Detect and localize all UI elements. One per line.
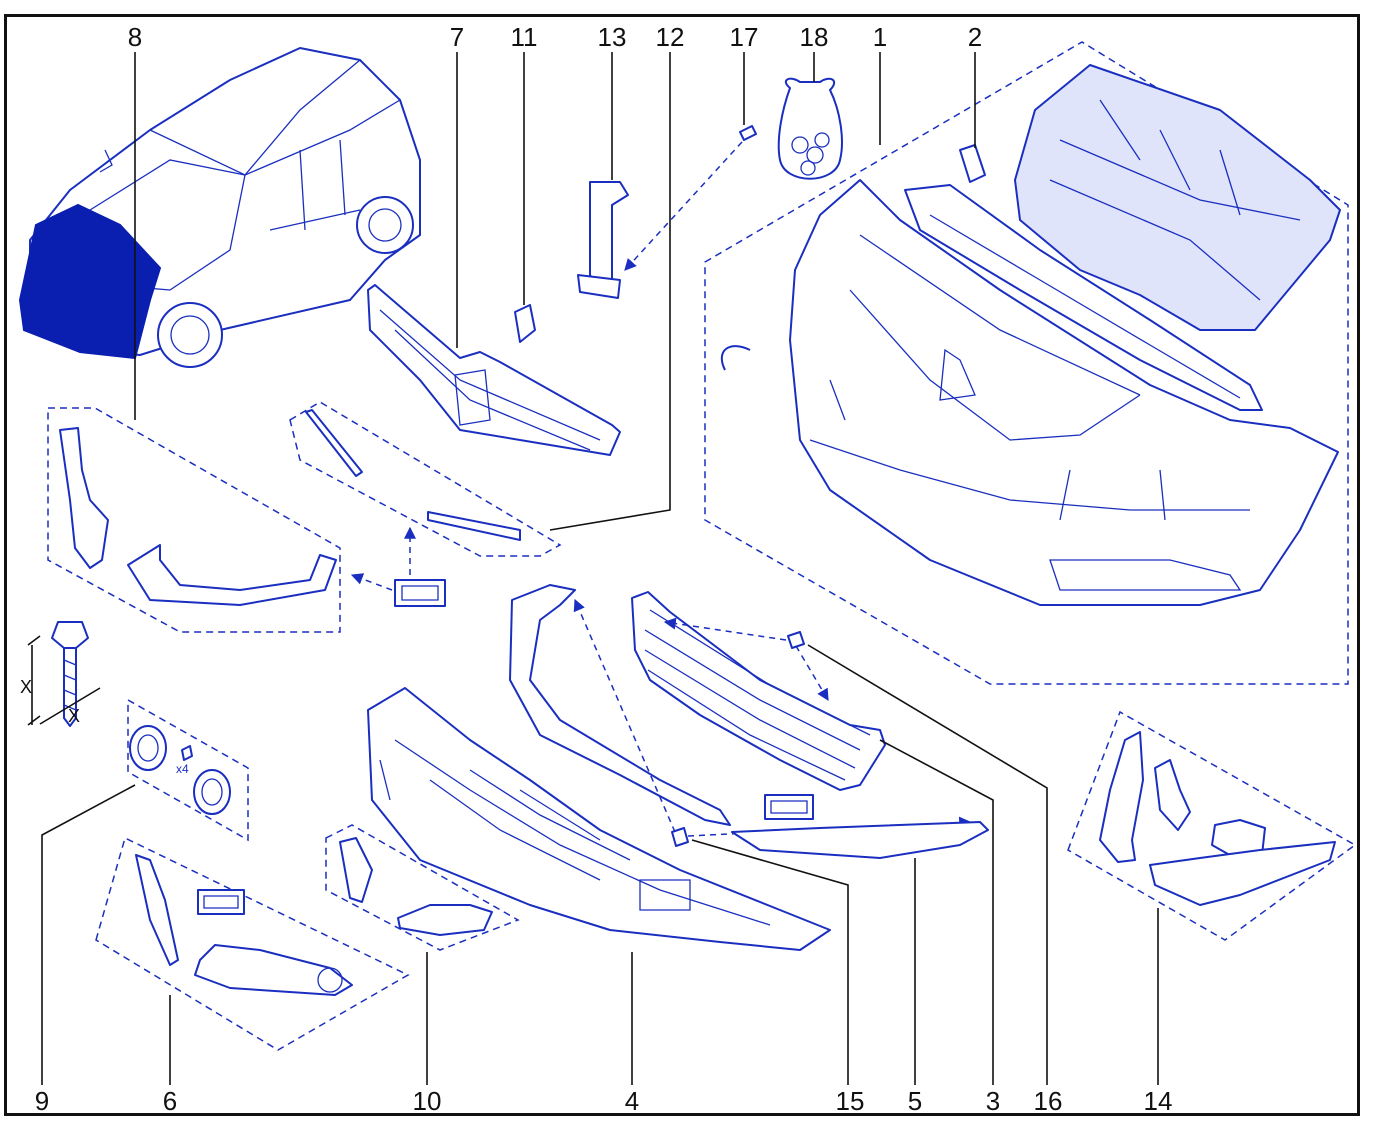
callout-8: 8 [128, 22, 142, 52]
trim-strip-lower [427, 511, 521, 541]
callout-13: 13 [598, 22, 627, 52]
bolt-dimension-label-horizontal: X [68, 706, 80, 726]
lower-beam-part-15 [509, 584, 731, 826]
screw-part-15 [671, 827, 689, 847]
callout-12: 12 [656, 22, 685, 52]
group-outline-12 [289, 401, 562, 557]
kit-label-box-12 [394, 579, 446, 607]
trim-strip-upper [305, 409, 363, 477]
clip-part [720, 345, 751, 371]
lower-insert-part [397, 904, 493, 936]
callout-5: 5 [908, 1086, 922, 1116]
callout-14: 14 [1144, 1086, 1173, 1116]
highlighted-front-area [18, 203, 162, 360]
bracket-part-2 [959, 144, 986, 183]
fog-lamp-part-left [129, 725, 167, 771]
callout-4: 4 [625, 1086, 639, 1116]
fog-surround-strip [135, 854, 179, 966]
diagram-frame [4, 14, 1360, 1116]
callout-11: 11 [511, 22, 538, 52]
callout-2: 2 [968, 22, 982, 52]
undertray-part [367, 687, 831, 951]
group-outline-6 [95, 836, 410, 1051]
kit-label-box-3 [764, 794, 814, 820]
bolt-dimension-label-vertical: X [20, 677, 32, 697]
side-insert-part [339, 837, 373, 903]
screw-part-17 [739, 125, 757, 141]
fastener-quantity-label: x4 [176, 762, 189, 776]
vehicle-locator-illustration [18, 47, 421, 368]
leader-lines [41, 52, 1159, 1085]
callout-7: 7 [450, 22, 464, 52]
callout-16: 16 [1034, 1086, 1063, 1116]
kit-label-box-6 [197, 889, 245, 915]
crossmember-part [1014, 64, 1341, 331]
callout-15: 15 [836, 1086, 865, 1116]
group-outline-14 [1067, 710, 1357, 941]
group-outline-10 [325, 824, 520, 951]
upper-grille-part [367, 284, 621, 456]
callout-3: 3 [986, 1086, 1000, 1116]
group-outline-1 [704, 41, 1349, 685]
callout-6: 6 [163, 1086, 177, 1116]
bumper-support-part-14 [1149, 841, 1336, 906]
energy-absorber-part [904, 184, 1263, 411]
front-bumper-part [789, 179, 1339, 606]
callout-1: 1 [873, 22, 887, 52]
clip-part-11 [514, 304, 536, 343]
callout-10: 10 [413, 1086, 442, 1116]
chrome-strip-part-5 [731, 821, 989, 859]
lower-trim-part [127, 544, 337, 606]
bracket-14a [1154, 759, 1191, 831]
bolt-dimension-detail: X X [20, 621, 101, 727]
mounting-bracket-part-13 [577, 181, 629, 299]
fastener-kit-bag [777, 77, 843, 180]
fog-lamp-screw [181, 745, 193, 761]
screw-part-16 [787, 631, 805, 649]
lower-grille-part [631, 591, 886, 791]
side-trim-part [59, 427, 109, 569]
callout-18: 18 [800, 22, 829, 52]
callout-9: 9 [35, 1086, 49, 1116]
callout-17: 17 [730, 22, 759, 52]
group-outline-9 [127, 698, 249, 842]
group-outline-8 [47, 407, 341, 633]
fog-lamp-bezel [194, 944, 353, 996]
side-bracket-part-14 [1099, 731, 1144, 863]
fog-lamp-part-right [193, 769, 231, 815]
